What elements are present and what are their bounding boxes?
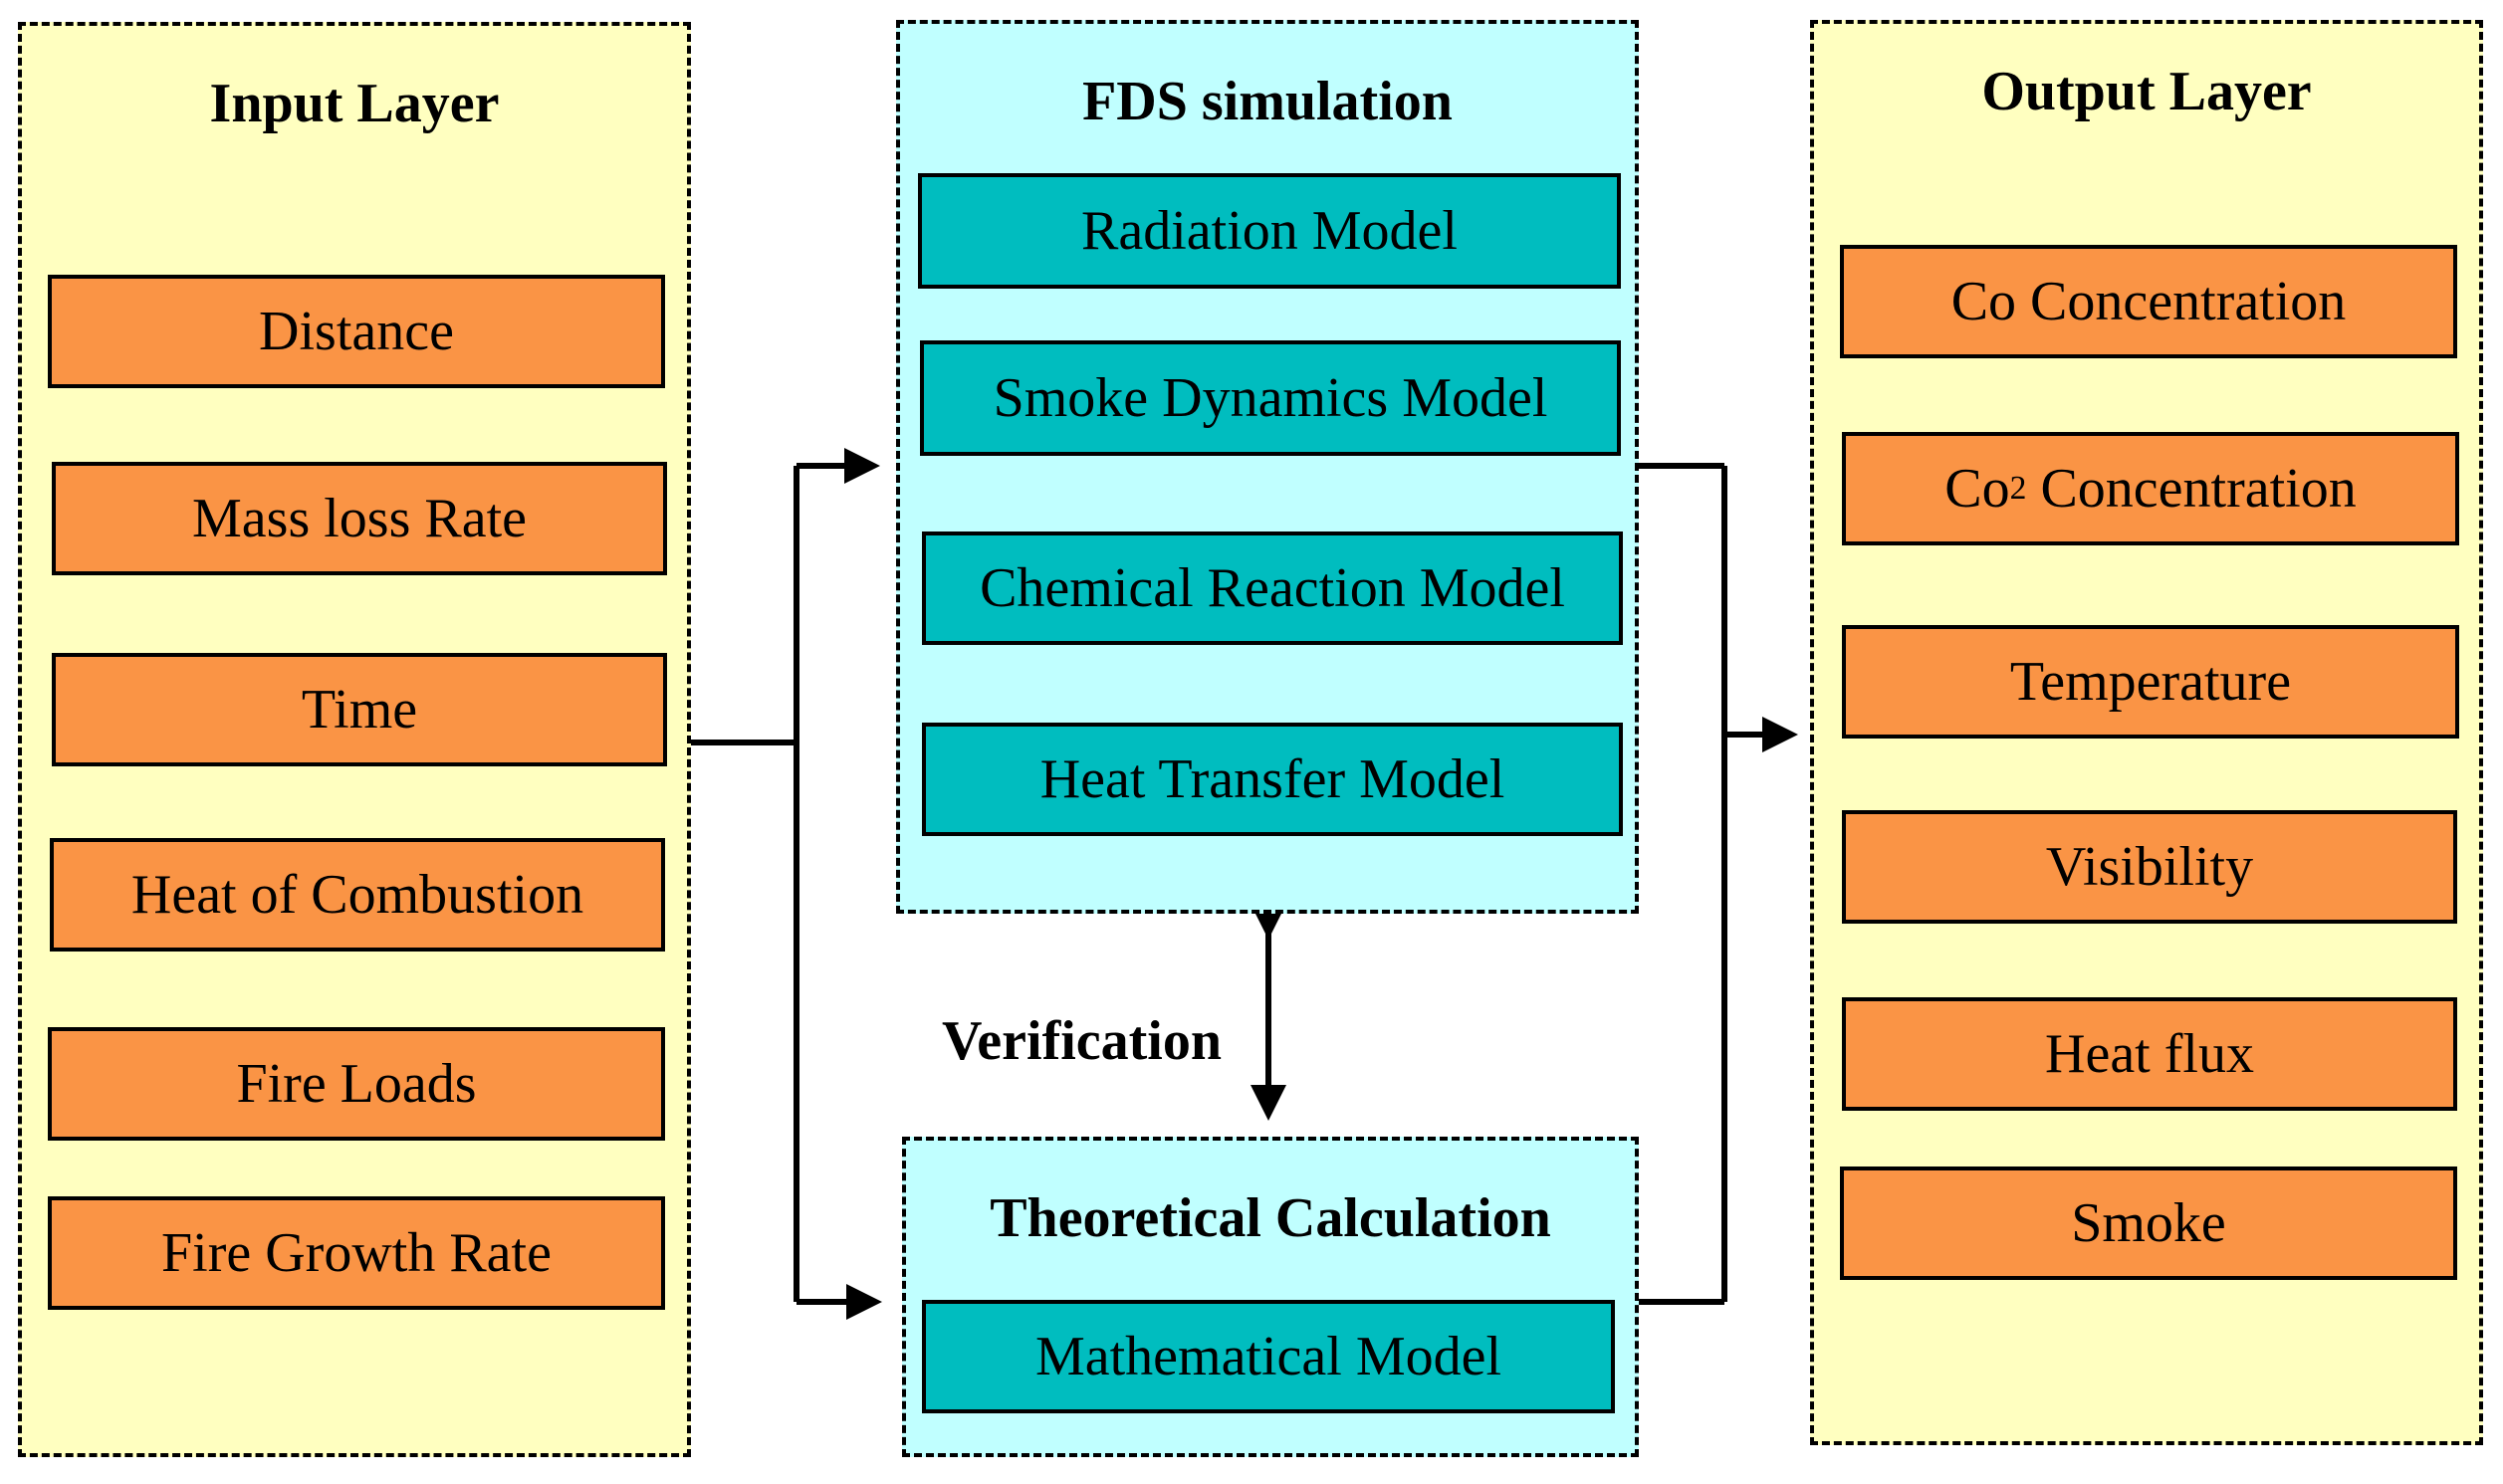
chemical-reaction-model-box: Chemical Reaction Model xyxy=(922,531,1623,645)
input-heat-of-combustion: Heat of Combustion xyxy=(50,838,665,952)
co2-suffix: Concentration xyxy=(2026,458,2357,520)
input-layer-title: Input Layer xyxy=(209,73,500,134)
output-layer-title: Output Layer xyxy=(1981,61,2312,122)
input-fire-loads: Fire Loads xyxy=(48,1027,665,1141)
input-mass-loss-rate: Mass loss Rate xyxy=(52,462,667,575)
input-distance: Distance xyxy=(48,275,665,388)
mathematical-model-box: Mathematical Model xyxy=(922,1300,1615,1413)
radiation-model-box: Radiation Model xyxy=(918,173,1621,289)
output-smoke: Smoke xyxy=(1840,1166,2457,1280)
input-fire-growth-rate: Fire Growth Rate xyxy=(48,1196,665,1310)
theoretical-calculation-title: Theoretical Calculation xyxy=(990,1187,1551,1249)
output-visibility: Visibility xyxy=(1842,810,2457,924)
output-heat-flux: Heat flux xyxy=(1842,997,2457,1111)
smoke-dynamics-model-box: Smoke Dynamics Model xyxy=(920,340,1621,456)
fds-simulation-title: FDS simulation xyxy=(1082,71,1453,132)
output-temperature: Temperature xyxy=(1842,625,2459,739)
verification-label: Verification xyxy=(942,1010,1222,1072)
heat-transfer-model-box: Heat Transfer Model xyxy=(922,723,1623,836)
co2-subscript: 2 xyxy=(2009,470,2027,507)
output-co-concentration: Co Concentration xyxy=(1840,245,2457,358)
input-time: Time xyxy=(52,653,667,766)
co2-prefix: Co xyxy=(1944,458,2010,520)
